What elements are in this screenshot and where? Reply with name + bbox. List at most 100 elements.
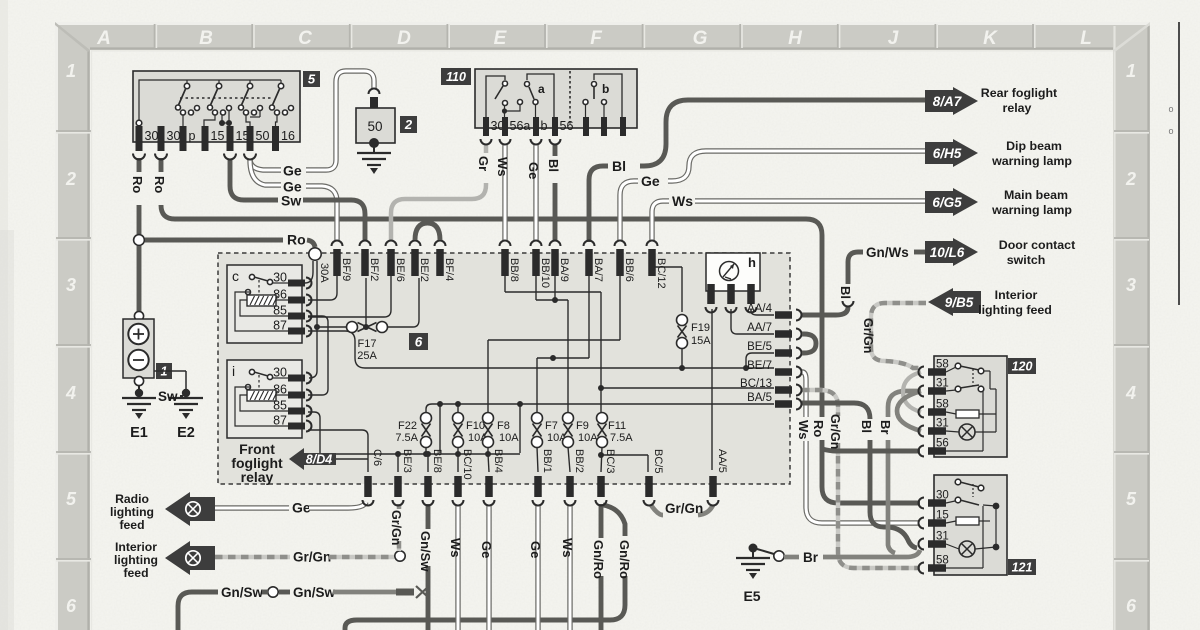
svg-text:3: 3 (1126, 275, 1136, 295)
svg-text:K: K (983, 28, 998, 49)
svg-text:foglight: foglight (231, 455, 283, 471)
svg-text:2: 2 (1125, 169, 1136, 189)
svg-text:31: 31 (936, 418, 949, 430)
svg-text:Bl: Bl (546, 159, 561, 172)
svg-text:121: 121 (1012, 561, 1033, 575)
svg-text:Door contact: Door contact (999, 238, 1075, 252)
svg-text:F9: F9 (576, 420, 589, 432)
svg-text:Ro: Ro (152, 176, 167, 193)
svg-text:BE/7: BE/7 (747, 360, 772, 372)
svg-text:Gn/Ro: Gn/Ro (617, 540, 632, 579)
svg-text:switch: switch (1007, 253, 1046, 267)
svg-text:Ge: Ge (283, 163, 302, 179)
svg-text:1: 1 (66, 61, 76, 81)
svg-text:2: 2 (65, 169, 76, 189)
svg-text:Front: Front (239, 441, 275, 457)
svg-text:Gn/Ws: Gn/Ws (866, 245, 909, 260)
svg-text:BE/3: BE/3 (401, 449, 413, 473)
svg-text:BB/1: BB/1 (541, 449, 553, 473)
svg-text:BA/9: BA/9 (558, 258, 570, 282)
svg-text:BC/10: BC/10 (461, 449, 473, 480)
svg-text:10A: 10A (578, 432, 598, 444)
svg-text:BB/8: BB/8 (508, 258, 520, 282)
svg-text:Rear foglight: Rear foglight (981, 86, 1057, 100)
svg-text:56: 56 (936, 438, 949, 450)
svg-text:Ge: Ge (526, 162, 541, 179)
svg-text:F11: F11 (608, 420, 626, 432)
svg-text:Radio: Radio (115, 492, 149, 506)
svg-text:8/A7: 8/A7 (933, 94, 963, 109)
svg-text:Gn/Sw: Gn/Sw (293, 585, 336, 600)
svg-text:o: o (1168, 104, 1173, 114)
svg-text:Ge: Ge (641, 173, 660, 189)
svg-text:Br: Br (878, 420, 893, 434)
svg-text:BB/2: BB/2 (573, 449, 585, 473)
svg-text:BE/2: BE/2 (418, 258, 430, 282)
svg-text:Ro: Ro (130, 176, 145, 193)
svg-text:Ge: Ge (292, 500, 311, 516)
svg-text:Gr/Gn: Gr/Gn (389, 510, 403, 545)
svg-text:30: 30 (167, 129, 181, 143)
svg-text:5: 5 (308, 72, 316, 87)
svg-text:Br: Br (803, 550, 819, 565)
svg-text:56: 56 (560, 119, 574, 133)
svg-text:87: 87 (273, 319, 287, 333)
svg-text:6/G5: 6/G5 (932, 195, 962, 210)
svg-text:BB/4: BB/4 (492, 449, 504, 473)
svg-text:B: B (199, 28, 213, 49)
svg-text:5: 5 (66, 489, 77, 509)
svg-text:lighting feed: lighting feed (978, 303, 1052, 317)
svg-text:BB/6: BB/6 (623, 258, 635, 282)
svg-text:9/B5: 9/B5 (945, 295, 974, 310)
svg-text:feed: feed (119, 518, 144, 532)
svg-text:BE/6: BE/6 (394, 258, 406, 282)
svg-text:C/6: C/6 (371, 449, 383, 466)
svg-text:b: b (541, 119, 548, 133)
svg-text:6: 6 (66, 596, 77, 616)
svg-text:AA/7: AA/7 (747, 322, 772, 334)
svg-text:Interior: Interior (115, 540, 157, 554)
svg-text:Gn/Sw: Gn/Sw (221, 585, 264, 600)
svg-text:Ge: Ge (479, 541, 494, 558)
svg-text:Gr/Gn: Gr/Gn (665, 501, 703, 516)
svg-text:Bl: Bl (612, 158, 626, 174)
svg-text:Gr: Gr (476, 156, 491, 171)
svg-text:30: 30 (145, 129, 159, 143)
svg-text:10A: 10A (499, 432, 519, 444)
svg-text:warning lamp: warning lamp (991, 154, 1072, 168)
svg-text:Gr/Gn: Gr/Gn (861, 318, 875, 353)
svg-text:6: 6 (1126, 596, 1137, 616)
svg-text:H: H (788, 28, 803, 49)
svg-text:BE/8: BE/8 (431, 449, 443, 473)
svg-text:BC/3: BC/3 (604, 449, 616, 473)
svg-text:58: 58 (936, 555, 949, 567)
svg-text:C: C (298, 28, 312, 49)
svg-text:Ws: Ws (796, 420, 811, 440)
svg-text:BA/7: BA/7 (592, 258, 604, 282)
svg-text:BC/13: BC/13 (740, 378, 772, 390)
svg-text:Bl: Bl (859, 420, 874, 433)
svg-text:Ws: Ws (495, 157, 510, 177)
svg-text:BE/5: BE/5 (747, 341, 772, 353)
svg-text:relay: relay (1003, 101, 1032, 115)
svg-text:warning lamp: warning lamp (991, 203, 1072, 217)
svg-text:25A: 25A (357, 350, 377, 362)
svg-text:lighting: lighting (114, 553, 158, 567)
svg-text:15: 15 (211, 129, 225, 143)
svg-text:Ro: Ro (287, 232, 306, 248)
svg-text:3: 3 (66, 275, 76, 295)
svg-text:85: 85 (273, 399, 287, 413)
svg-text:16: 16 (281, 129, 295, 143)
svg-text:o: o (1168, 126, 1173, 136)
svg-text:D: D (397, 28, 411, 49)
svg-text:56a: 56a (510, 119, 531, 133)
svg-text:F8: F8 (497, 420, 510, 432)
svg-text:A: A (96, 28, 111, 49)
svg-text:31: 31 (936, 531, 949, 543)
svg-text:b: b (602, 82, 609, 96)
svg-text:i: i (232, 363, 235, 379)
svg-text:relay: relay (241, 469, 274, 485)
svg-text:87: 87 (273, 414, 287, 428)
svg-text:58: 58 (936, 359, 949, 371)
svg-text:feed: feed (123, 566, 148, 580)
